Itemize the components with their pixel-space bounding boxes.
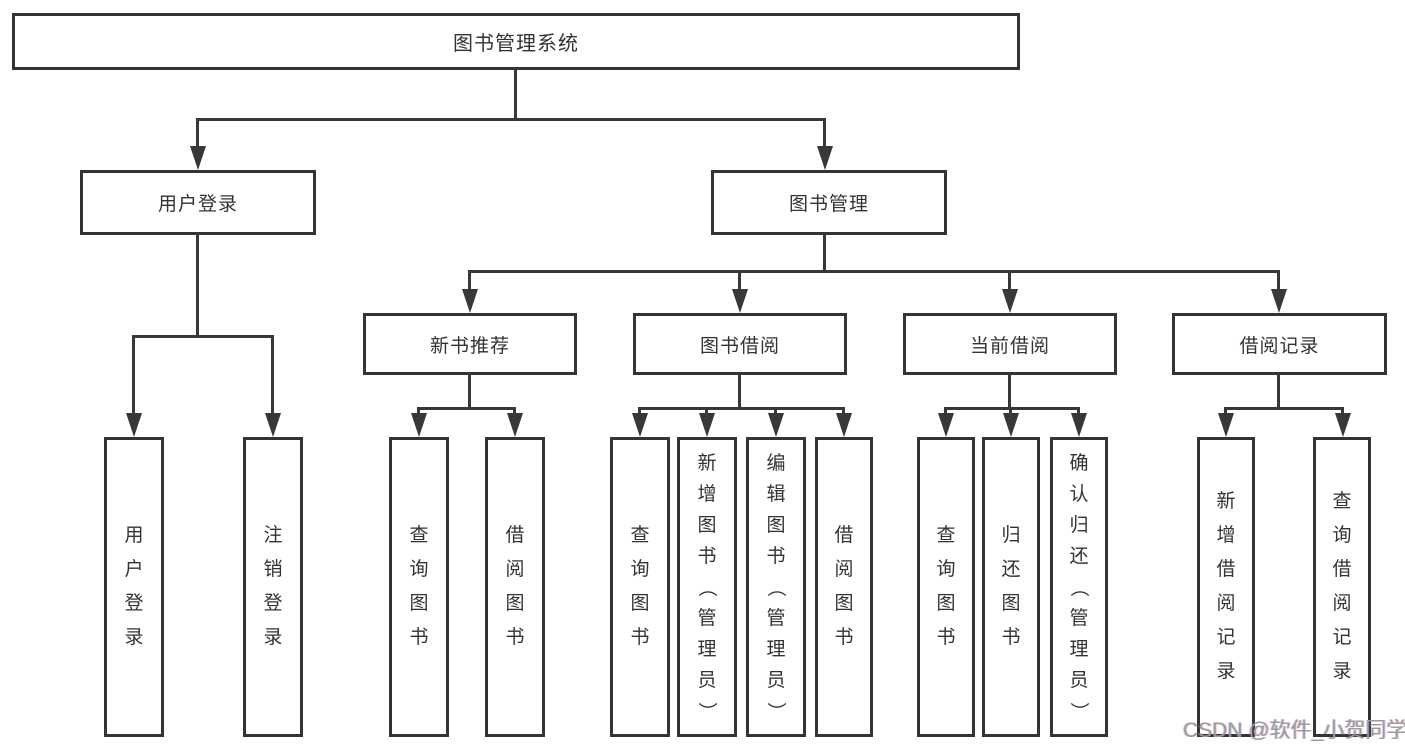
connector-stem-br-leaf2 (1341, 407, 1344, 413)
arrow-to-cb-leaf3 (1071, 413, 1087, 437)
arrow-to-leaf-user-login (126, 413, 142, 437)
arrow-to-user-login (190, 146, 206, 170)
connector-stem-br-leaf1 (1224, 407, 1227, 413)
connector-book-borrow-trunk (738, 375, 741, 407)
leaf-user-login: 用户登录 (104, 437, 164, 737)
leaf-confirm-return-admin-label: 确认归还（管理员） (1068, 452, 1090, 721)
leaf-borrow-books-new: 借阅图书 (485, 437, 545, 737)
arrow-to-cb-leaf1 (938, 413, 954, 437)
arrow-to-book-borrow (732, 289, 748, 313)
connector-new-books-bar (418, 407, 516, 410)
leaf-add-borrow-record: 新增借阅记录 (1197, 437, 1255, 737)
connector-stem-bb-leaf3 (774, 407, 777, 413)
connector-stem-bb-leaf2 (705, 407, 708, 413)
connector-stem-cb-leaf2 (1009, 407, 1012, 413)
node-new-books: 新书推荐 (363, 313, 577, 375)
node-book-borrow: 图书借阅 (633, 313, 847, 375)
connector-user-login-trunk (196, 235, 199, 335)
connector-borrow-records-bar (1225, 407, 1343, 410)
connector-book-borrow-bar (639, 407, 845, 410)
arrow-to-nb-leaf1 (411, 413, 427, 437)
node-borrow-records-label: 借阅记录 (1239, 335, 1320, 357)
leaf-logout-login-label: 注销登录 (263, 525, 283, 648)
arrow-to-br-leaf1 (1218, 413, 1234, 437)
leaf-borrow-books-new-label: 借阅图书 (505, 525, 525, 648)
leaf-query-books-borrow: 查询图书 (610, 437, 670, 737)
arrow-to-new-books (462, 289, 478, 313)
arrow-to-bb-leaf4 (836, 413, 852, 437)
arrow-to-cb-leaf2 (1003, 413, 1019, 437)
leaf-confirm-return-admin: 确认归还（管理员） (1050, 437, 1108, 737)
connector-stem-borrow-records (1277, 270, 1280, 289)
connector-stem-leaf-logout (271, 335, 274, 413)
arrow-to-nb-leaf2 (507, 413, 523, 437)
node-book-mgmt-label: 图书管理 (788, 194, 869, 215)
csdn-watermark: CSDN @软件_小贺同学 (1183, 719, 1405, 742)
connector-stem-new-books (468, 270, 471, 289)
leaf-query-books-new: 查询图书 (389, 437, 449, 737)
leaf-query-borrow-record-label: 查询借阅记录 (1332, 491, 1352, 682)
leaf-query-books-current: 查询图书 (917, 437, 975, 737)
leaf-query-books-current-label: 查询图书 (936, 525, 956, 648)
connector-book-mgmt-trunk (823, 235, 826, 270)
leaf-logout-login: 注销登录 (243, 437, 303, 737)
node-user-login: 用户登录 (80, 170, 316, 235)
arrow-to-bb-leaf3 (768, 413, 784, 437)
node-borrow-records: 借阅记录 (1172, 313, 1387, 375)
leaf-edit-books-admin-label: 编辑图书（管理员） (765, 452, 787, 721)
node-current-borrow: 当前借阅 (903, 313, 1117, 375)
connector-stem-nb-leaf2 (513, 407, 516, 413)
arrow-to-leaf-logout (265, 413, 281, 437)
arrow-to-bb-leaf1 (632, 413, 648, 437)
leaf-query-books-borrow-label: 查询图书 (630, 525, 650, 648)
leaf-query-books-new-label: 查询图书 (409, 525, 429, 648)
leaf-borrow-books-label: 借阅图书 (834, 525, 854, 648)
connector-stem-bb-leaf1 (638, 407, 641, 413)
connector-stem-leaf-user-login (132, 335, 135, 413)
leaf-add-books-admin: 新增图书（管理员） (677, 437, 737, 737)
connector-current-borrow-trunk (1008, 375, 1011, 407)
node-book-mgmt: 图书管理 (711, 170, 947, 235)
connector-stem-cb-leaf1 (944, 407, 947, 413)
connector-stem-book-borrow (738, 270, 741, 289)
node-new-books-label: 新书推荐 (429, 335, 510, 357)
leaf-add-borrow-record-label: 新增借阅记录 (1216, 491, 1236, 682)
connector-stem-book-mgmt (823, 118, 826, 146)
node-book-borrow-label: 图书借阅 (699, 335, 780, 357)
leaf-user-login-label: 用户登录 (124, 525, 144, 648)
connector-stem-cb-leaf3 (1077, 407, 1080, 413)
arrow-to-br-leaf2 (1335, 413, 1351, 437)
connector-stem-bb-leaf4 (842, 407, 845, 413)
node-root-label: 图书管理系统 (453, 33, 579, 55)
leaf-query-borrow-record: 查询借阅记录 (1313, 437, 1371, 737)
leaf-return-books-label: 归还图书 (1001, 525, 1021, 648)
leaf-return-books: 归还图书 (982, 437, 1040, 737)
connector-new-books-trunk (468, 375, 471, 407)
leaf-edit-books-admin: 编辑图书（管理员） (746, 437, 806, 737)
arrow-to-bb-leaf2 (699, 413, 715, 437)
connector-stem-nb-leaf1 (417, 407, 420, 413)
leaf-borrow-books: 借阅图书 (815, 437, 873, 737)
connector-stem-user-login (196, 118, 199, 146)
connector-root-trunk (514, 70, 517, 118)
leaf-add-books-admin-label: 新增图书（管理员） (696, 452, 718, 721)
connector-current-borrow-bar (945, 407, 1080, 410)
arrow-to-current-borrow (1002, 289, 1018, 313)
node-current-borrow-label: 当前借阅 (969, 335, 1050, 357)
connector-level2-bar (197, 118, 826, 121)
node-user-login-label: 用户登录 (157, 194, 238, 215)
arrow-to-book-mgmt (817, 146, 833, 170)
arrow-to-borrow-records (1271, 289, 1287, 313)
connector-borrow-records-trunk (1277, 375, 1280, 407)
node-root-system: 图书管理系统 (12, 13, 1020, 70)
connector-level3-bar (469, 270, 1280, 273)
connector-stem-current-borrow (1008, 270, 1011, 289)
connector-user-login-bar (133, 335, 274, 338)
